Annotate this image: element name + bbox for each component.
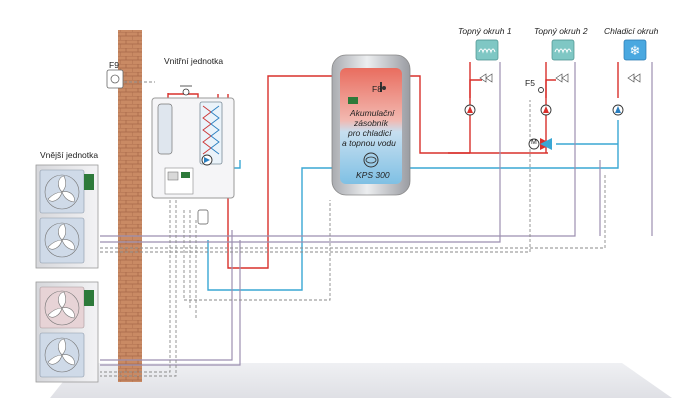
outdoor-fan-icons xyxy=(44,174,80,373)
heating-circuit-2-radiator xyxy=(551,39,575,61)
brick-wall xyxy=(118,30,142,382)
mixing-valve xyxy=(528,138,552,150)
snowflake-icon: ❄ xyxy=(630,44,641,59)
cooling-circuit-unit: ❄ xyxy=(623,39,647,61)
storage-tank xyxy=(331,54,411,196)
f9-label: F9 xyxy=(109,60,119,70)
expansion-vessel xyxy=(157,103,173,155)
return-pipes xyxy=(100,62,653,366)
heating-circuit-1-radiator xyxy=(475,39,499,61)
tank-text-1: Akumulační xyxy=(350,108,395,118)
circuit1-label: Topný okruh 1 xyxy=(458,26,512,36)
outdoor-unit-2 xyxy=(35,281,99,383)
cooling-circuit-label: Chladicí okruh xyxy=(604,26,659,36)
tank-text-2: zásobník xyxy=(354,118,389,128)
f5-label: F5 xyxy=(525,78,535,88)
cold-water-pipes xyxy=(207,120,619,291)
filter-icon xyxy=(197,209,209,225)
check-valves xyxy=(479,73,641,83)
control-cables xyxy=(100,81,606,377)
f5-sensor xyxy=(538,87,544,93)
plate-exchanger xyxy=(199,101,223,165)
f8-label: F8 xyxy=(372,84,382,94)
tank-text-4: a topnou vodu xyxy=(342,138,396,148)
tank-model-label: KPS 300 xyxy=(356,170,390,180)
circuit-pump-icons xyxy=(464,104,624,116)
outdoor-unit-label: Vnější jednotka xyxy=(40,150,99,160)
circuit2-label: Topný okruh 2 xyxy=(534,26,588,36)
f8-sensor xyxy=(382,86,386,90)
tank-text-3: pro chladicí xyxy=(348,128,392,138)
safety-valve-icon xyxy=(182,88,190,96)
floor xyxy=(50,363,672,398)
mixer-label: M xyxy=(531,139,537,146)
outdoor-unit-1 xyxy=(35,164,99,269)
indoor-unit-label: Vnitřní jednotka xyxy=(164,56,224,66)
f9-sensor xyxy=(106,69,124,89)
